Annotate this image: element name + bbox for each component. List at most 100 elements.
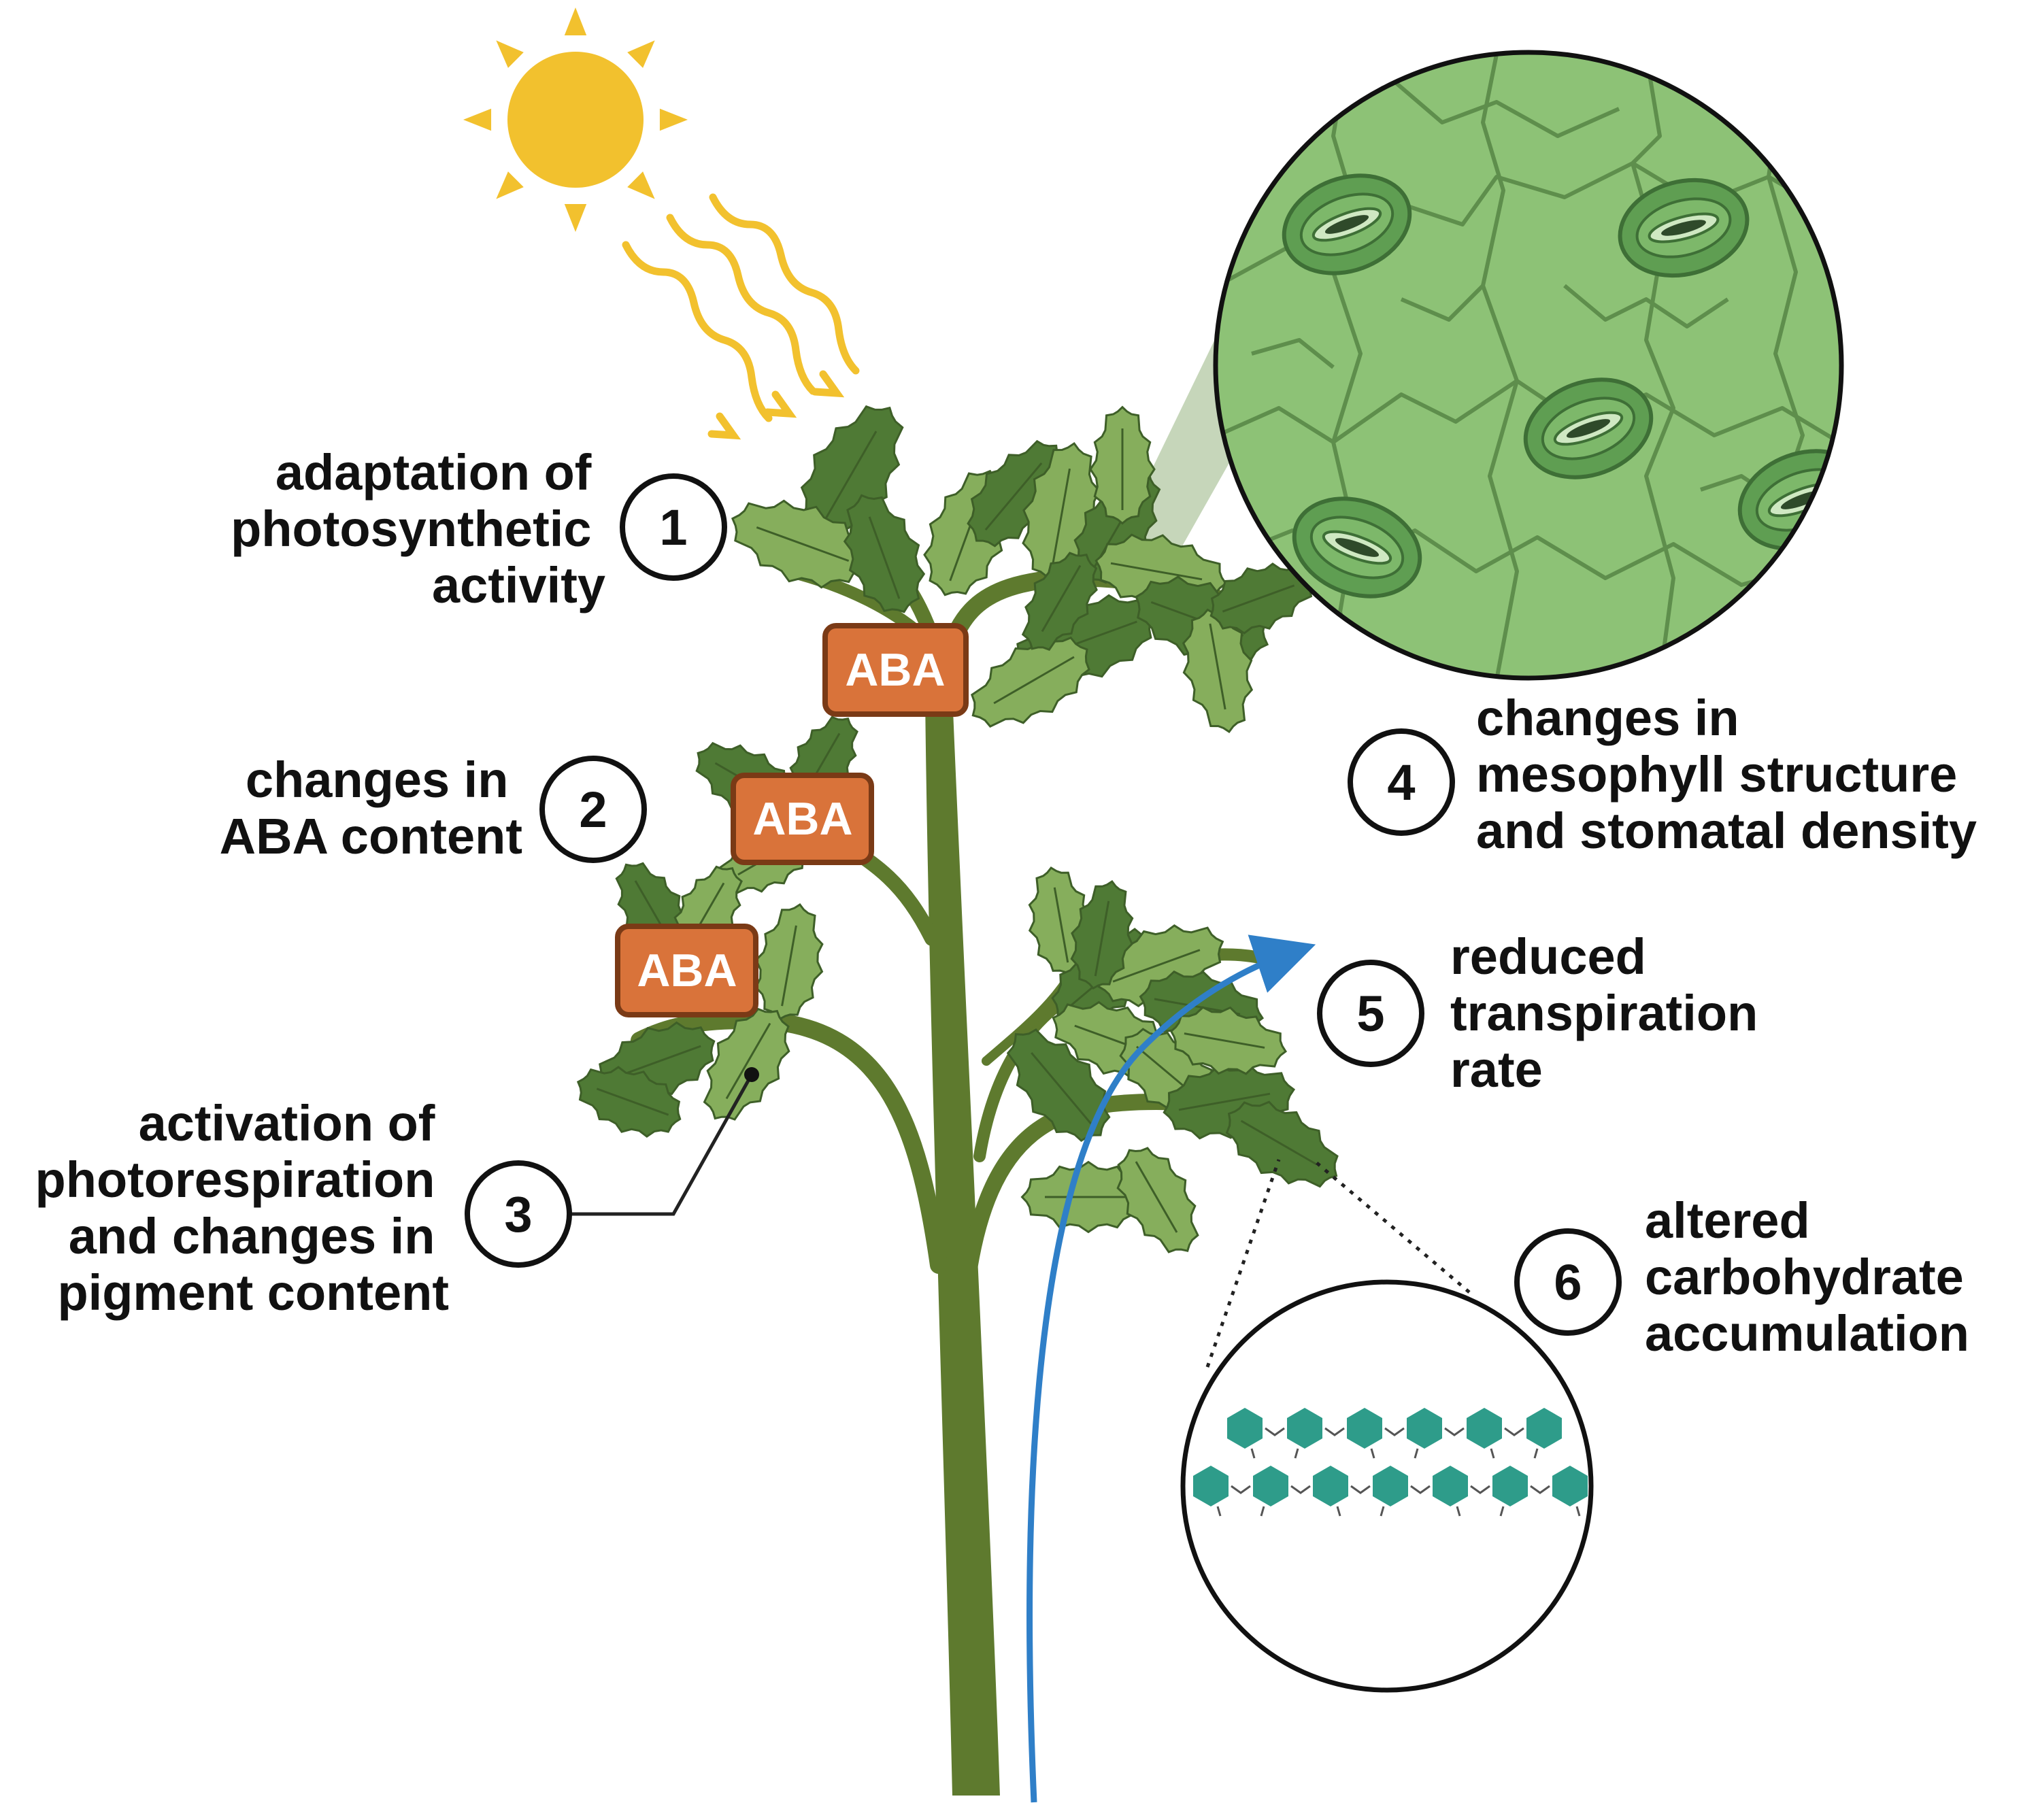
- step4-label-line: changes in: [1476, 690, 1739, 746]
- glucose-unit: [1253, 1466, 1288, 1506]
- side-group: [1414, 1448, 1419, 1459]
- step1-label-line: adaptation of: [275, 444, 592, 501]
- aba-badge-bottom: ABA: [615, 924, 758, 1017]
- glucose-unit: [1347, 1408, 1382, 1449]
- stoma: [1618, 178, 1750, 278]
- step3-label-line: activation of: [139, 1095, 435, 1151]
- step5-label: reduced transpiration rate: [1450, 928, 1772, 1098]
- step5-label-line: rate: [1450, 1041, 1543, 1098]
- aba-badge-bottom-label: ABA: [637, 945, 737, 996]
- step3-number: 3: [504, 1186, 532, 1243]
- step3-callout-line: [571, 1067, 759, 1216]
- side-group: [1260, 1506, 1265, 1517]
- aba-badge-middle: ABA: [731, 773, 874, 865]
- glucose-unit: [1526, 1408, 1562, 1449]
- glucose-unit: [1492, 1466, 1528, 1506]
- step5-label-line: transpiration: [1450, 985, 1758, 1041]
- step6-marker: 6: [1514, 1228, 1622, 1336]
- leaf-vein: [823, 431, 878, 522]
- leaf-vein: [1052, 468, 1071, 566]
- leaf-vein: [1135, 1161, 1178, 1233]
- step3-label-line: photorespiration: [35, 1151, 435, 1208]
- leaf-vein: [1112, 949, 1201, 983]
- step6-label: altered carbohydrate accumulation: [1645, 1192, 1977, 1362]
- glycosidic-bond: [1530, 1485, 1550, 1494]
- glycosidic-bond: [1444, 1427, 1465, 1436]
- light-rays-icon: [622, 193, 860, 440]
- step6-label-line: accumulation: [1645, 1305, 1969, 1362]
- sun-ray: [496, 171, 524, 199]
- leaf-vein: [984, 462, 1043, 530]
- carbohydrate-magnifier-icon: [1180, 1158, 1594, 1693]
- step5-number: 5: [1356, 985, 1384, 1042]
- glycosidic-bond: [1470, 1485, 1490, 1494]
- main-stem: [925, 694, 1000, 1796]
- step4-label-line: mesophyll structure: [1476, 746, 1957, 803]
- leaf-vein: [618, 1045, 701, 1077]
- glucose-unit: [1193, 1466, 1229, 1506]
- side-group: [1250, 1448, 1256, 1459]
- leaf: [843, 494, 926, 613]
- step3-marker: 3: [465, 1160, 572, 1268]
- side-group: [1490, 1448, 1495, 1459]
- sun-ray: [496, 40, 524, 68]
- glucose-unit: [1433, 1466, 1468, 1506]
- leaf-vein: [756, 526, 850, 562]
- leaf: [576, 1066, 682, 1138]
- stoma: [1282, 173, 1412, 275]
- sun-ray: [659, 108, 688, 131]
- leaf-vein: [725, 1022, 771, 1100]
- leaf-vein: [1094, 900, 1110, 977]
- sun-ray: [564, 203, 587, 232]
- side-group: [1336, 1506, 1341, 1517]
- step2-number: 2: [579, 781, 607, 838]
- glycosidic-bond: [1384, 1427, 1405, 1436]
- glucose-unit: [1467, 1408, 1502, 1449]
- step4-number: 4: [1387, 754, 1415, 811]
- step1-label-line: activity: [432, 557, 605, 613]
- aba-badge-middle-label: ABA: [752, 793, 852, 845]
- sun-ray: [564, 7, 587, 36]
- plant-icon: [576, 405, 1339, 1796]
- leaf-vein: [1209, 623, 1226, 710]
- stoma: [1292, 496, 1422, 599]
- glycosidic-bond: [1324, 1427, 1345, 1436]
- leaf-vein: [596, 1088, 669, 1116]
- step2-label: changes in ABA content: [220, 752, 522, 864]
- leaf-vein: [1178, 1092, 1271, 1111]
- side-group: [1575, 1506, 1581, 1517]
- stoma: [1523, 377, 1654, 479]
- step1-marker: 1: [620, 473, 727, 581]
- glycosidic-bond: [1504, 1427, 1524, 1436]
- step3-label-line: and changes in: [69, 1208, 435, 1264]
- step3-label: activation of photorespiration and chang…: [35, 1095, 449, 1321]
- step4-marker: 4: [1348, 728, 1455, 836]
- step4-label: changes in mesophyll structure and stoma…: [1476, 690, 1977, 859]
- step3-label-line: pigment content: [57, 1264, 449, 1321]
- step1-label-line: photosynthetic: [231, 501, 591, 557]
- glucose-unit: [1313, 1466, 1348, 1506]
- glucose-unit: [1407, 1408, 1442, 1449]
- side-group: [1294, 1448, 1299, 1459]
- leaf-vein: [1110, 562, 1203, 581]
- leaf-vein: [1184, 1032, 1265, 1049]
- step6-label-line: altered: [1645, 1192, 1810, 1249]
- leaf-vein: [1222, 584, 1295, 613]
- side-group: [1499, 1506, 1505, 1517]
- water-flow-arrow-icon: [1026, 934, 1316, 1803]
- leaf-vein: [868, 516, 901, 599]
- side-group: [1216, 1506, 1222, 1517]
- leaf-vein: [1031, 1051, 1092, 1125]
- step1-number: 1: [659, 499, 687, 556]
- step1-label: adaptation of photosynthetic activity: [231, 444, 605, 613]
- step5-label-line: reduced: [1450, 928, 1646, 985]
- step2-marker: 2: [539, 756, 647, 863]
- step2-label-line: changes in: [246, 752, 509, 808]
- glycosidic-bond: [1410, 1485, 1431, 1494]
- leaf-vein: [1041, 564, 1082, 633]
- step2-label-line: ABA content: [220, 808, 522, 864]
- glycosidic-bond: [1265, 1427, 1285, 1436]
- side-group: [1533, 1448, 1539, 1459]
